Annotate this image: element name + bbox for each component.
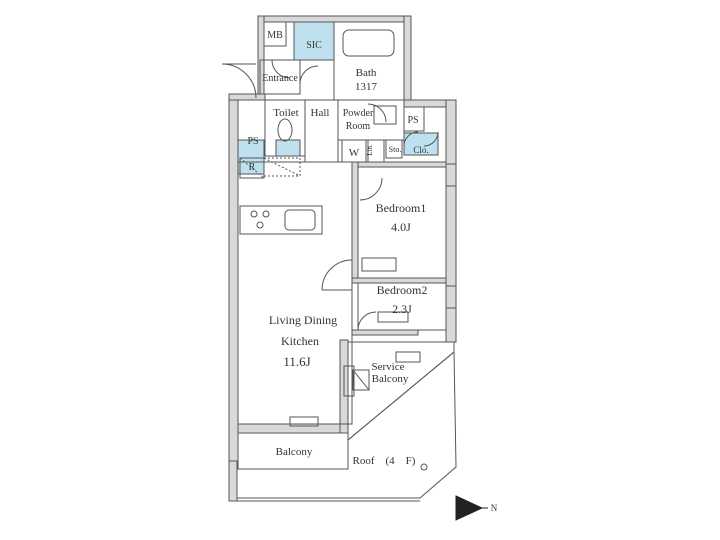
room-lines [237, 21, 457, 502]
bedroom1-label: Bedroom1 [376, 201, 427, 215]
ps-left-area [237, 139, 265, 175]
hall-label: Hall [311, 107, 330, 119]
ldk-size-label: 11.6J [283, 354, 310, 369]
bedroom2-size-label: 2.3J [392, 302, 412, 316]
powder-room-label-1: Powder [343, 108, 374, 119]
storage-label: Sto. [389, 145, 402, 154]
walls [228, 15, 457, 502]
mb-label: MB [267, 30, 283, 41]
ps-top-label: PS [407, 115, 418, 126]
ps-left-label: PS [247, 136, 258, 147]
service-balcony-label-2: Balcony [372, 373, 409, 385]
linen-label: Lin. [366, 144, 374, 156]
ldk-label-2: Kitchen [281, 334, 319, 348]
ldk-label-1: Living Dining [269, 313, 337, 327]
powder-room-label-2: Room [346, 121, 371, 132]
bath-size-label: 1317 [355, 81, 378, 93]
bedroom1-size-label: 4.0J [391, 220, 411, 234]
sic-area [293, 21, 335, 61]
sic-label: SIC [306, 40, 322, 51]
service-balcony-label-1: Service [372, 361, 405, 373]
toilet-tank-area [275, 139, 301, 157]
toilet-label: Toilet [273, 107, 299, 119]
washer-label: W [349, 147, 360, 159]
bath-label: Bath [356, 67, 377, 79]
balcony-label: Balcony [276, 446, 313, 458]
refrigerator-label: R [249, 162, 256, 173]
closet-label: Clo. [413, 145, 428, 155]
bedroom2-label: Bedroom2 [377, 283, 428, 297]
roof-label: Roof (4 F) [353, 455, 416, 467]
entrance-label: Entrance [262, 73, 298, 84]
north-label: N [491, 503, 498, 513]
door-swings [221, 59, 439, 331]
north-arrow-icon: N [455, 495, 498, 521]
